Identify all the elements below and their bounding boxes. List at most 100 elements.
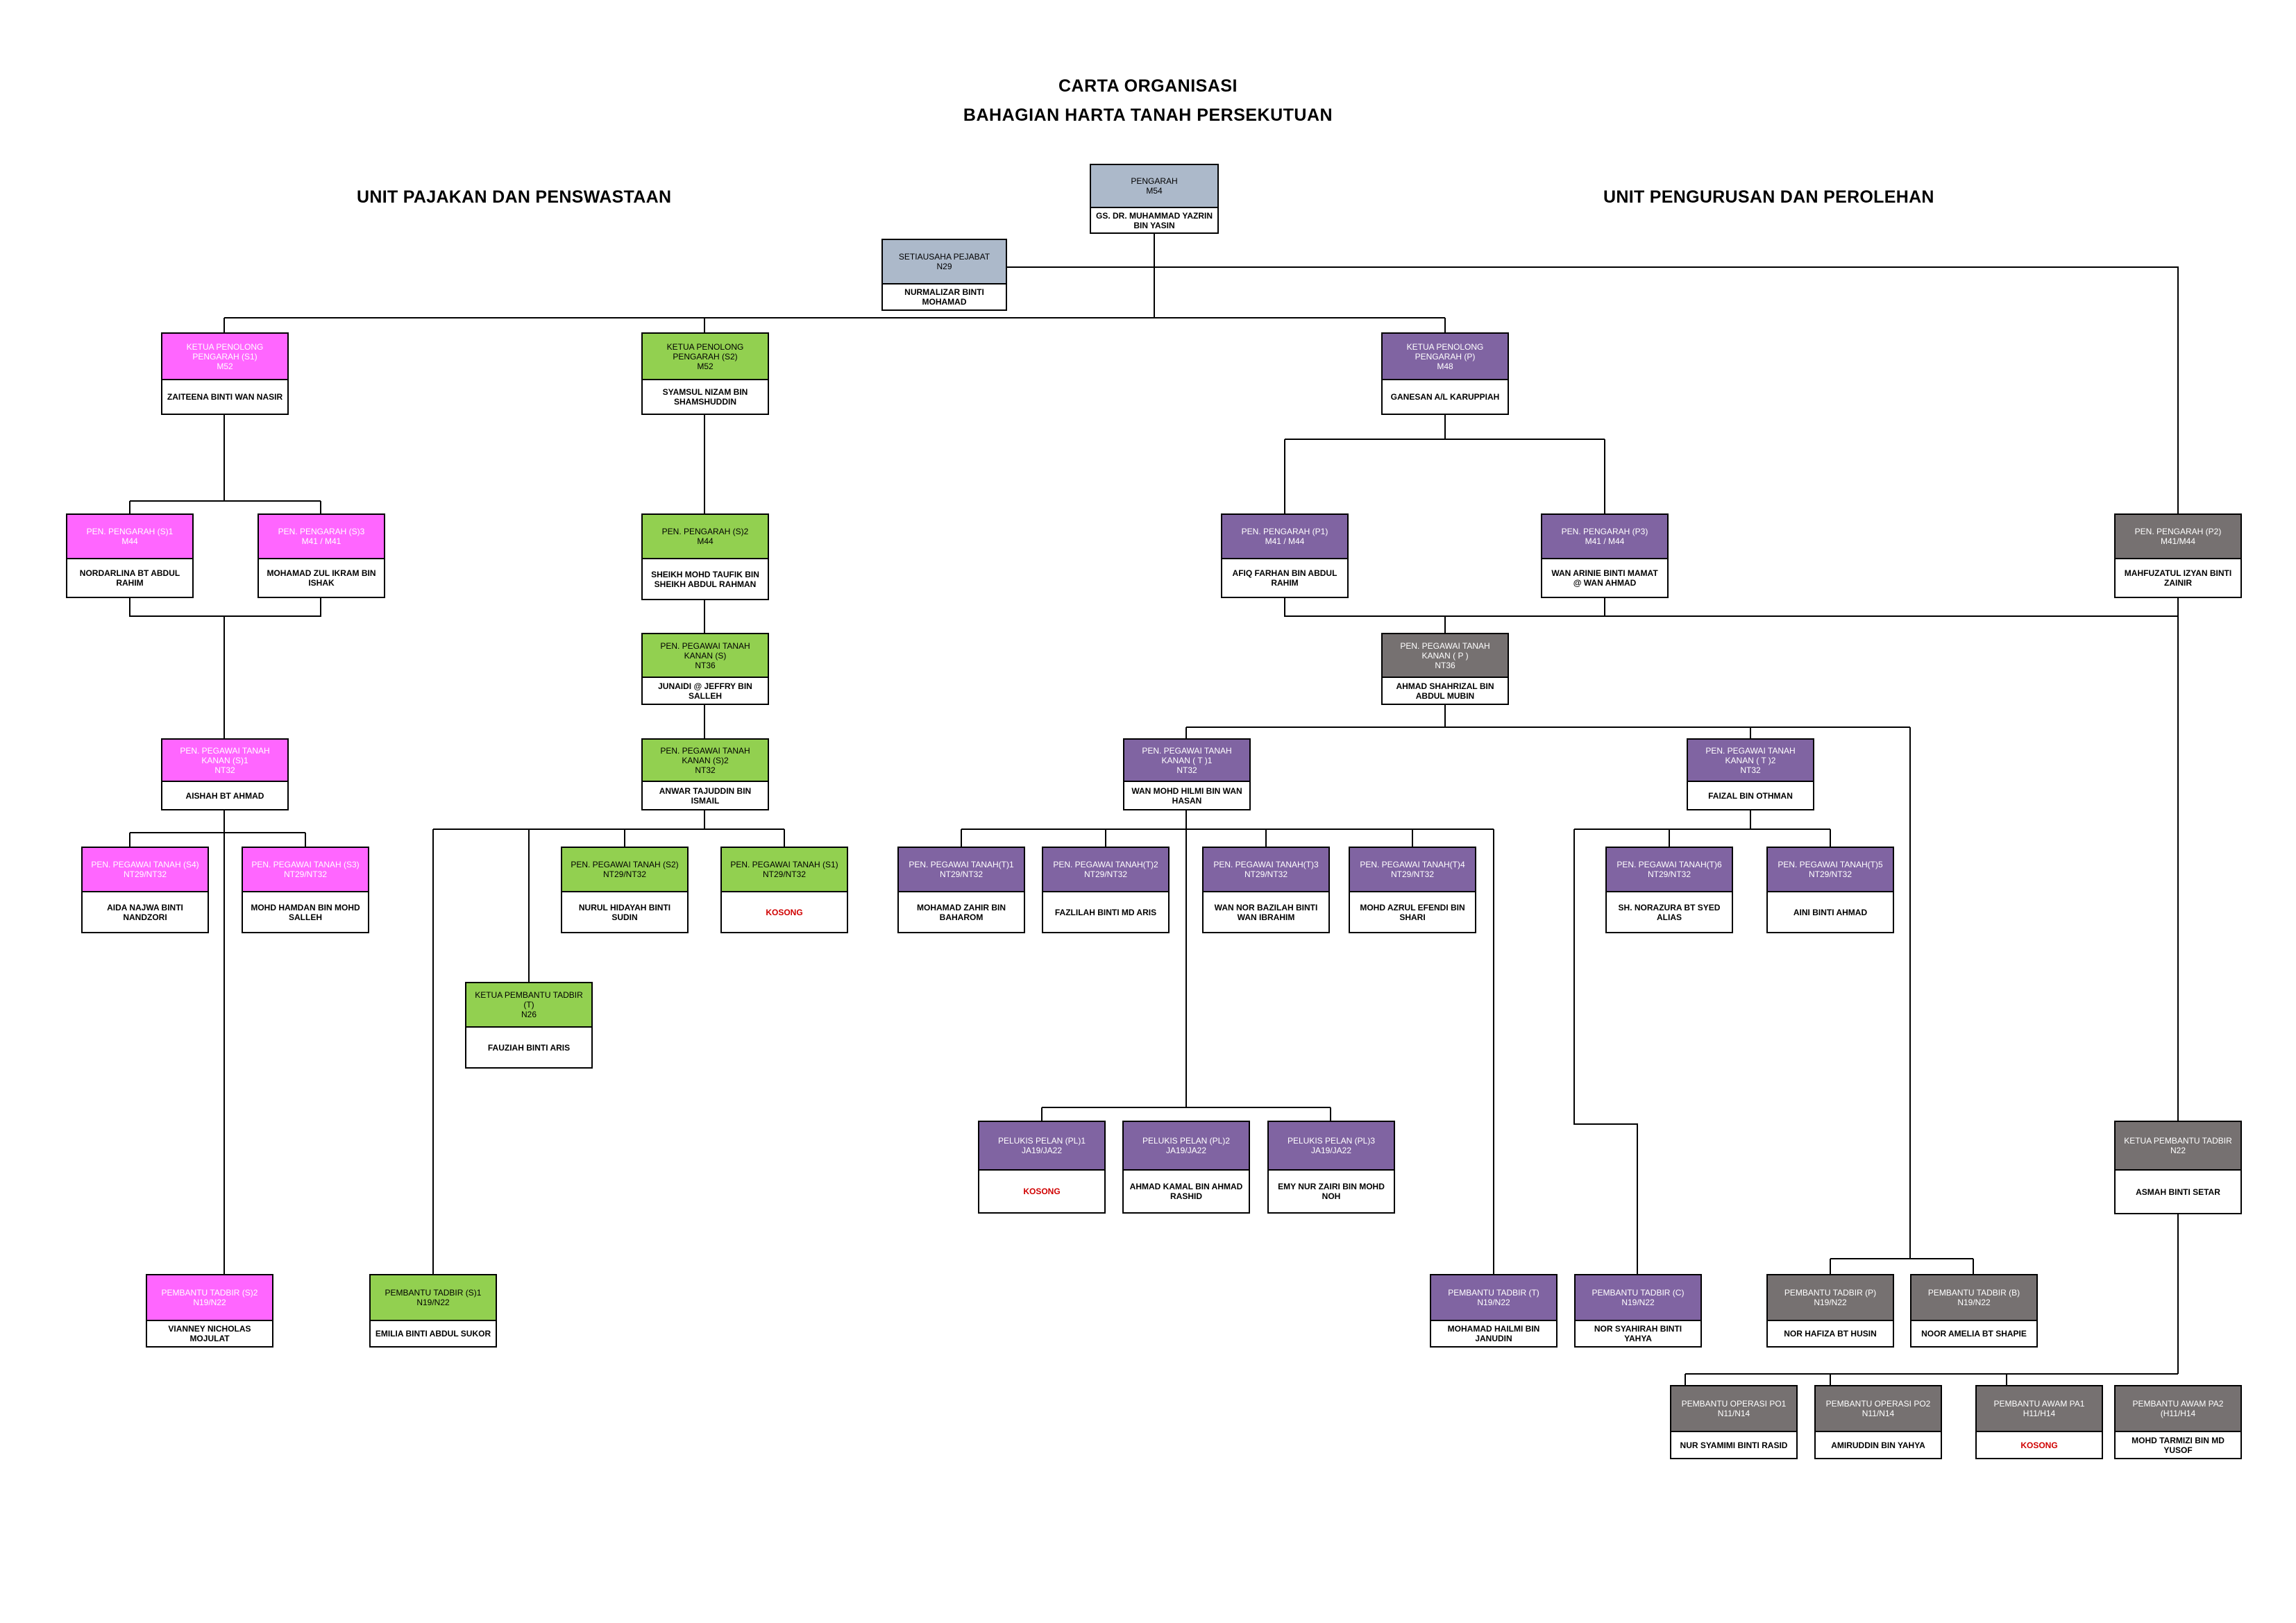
node-grade: NT36 <box>695 660 716 670</box>
node-name: MOHD HAMDAN BIN MOHD SALLEH <box>251 902 360 922</box>
node-grade: NT29/NT32 <box>283 869 328 879</box>
node-title: KETUA PENOLONG PENGARAH (P) <box>1406 341 1484 362</box>
node-name: EMY NUR ZAIRI BIN MOHD NOH <box>1278 1182 1385 1201</box>
node-name: AISHAH BT AHMAD <box>185 790 264 801</box>
node-name: MAHFUZATUL IZYAN BINTI ZAINIR <box>2124 568 2232 588</box>
node-grade: NT29/NT32 <box>1244 869 1288 879</box>
node-name: NURMALIZAR BINTI MOHAMAD <box>904 287 984 307</box>
node-grade: NT32 <box>1740 765 1761 775</box>
node-grade: M41 / M44 <box>1585 536 1625 546</box>
node-grade: M44 <box>697 536 714 546</box>
node-grade: N11/N14 <box>1862 1409 1895 1418</box>
node-name: AHMAD SHAHRIZAL BIN ABDUL MUBIN <box>1396 681 1494 701</box>
node-title: SETIAUSAHA PEJABAT <box>898 252 990 262</box>
node-name: AHMAD KAMAL BIN AHMAD RASHID <box>1129 1182 1243 1201</box>
node-title: PEMBANTU TADBIR (S)1 <box>385 1288 482 1298</box>
node-header: PEN. PEGAWAI TANAH (S1)NT29/NT32 <box>722 848 847 892</box>
node-title: PEN. PENGARAH (S)2 <box>661 527 749 536</box>
node-grade: N19/N22 <box>1957 1298 1991 1307</box>
node-title: PEMBANTU TADBIR (P) <box>1784 1288 1877 1298</box>
node-title: PEMBANTU TADBIR (B) <box>1927 1288 2020 1298</box>
node-name: FAUZIAH BINTI ARIS <box>487 1042 571 1053</box>
node-name: MOHAMAD HAILMI BIN JANUDIN <box>1447 1324 1540 1343</box>
node-title: PEMBANTU OPERASI PO1 <box>1681 1399 1787 1409</box>
node-header: PEN. PENGARAH (P3)M41 / M44 <box>1542 515 1667 559</box>
node-grade: N19/N22 <box>193 1298 226 1307</box>
node-grade: H11/H14 <box>2023 1409 2056 1418</box>
node-title: PEMBANTU AWAM PA1 <box>1993 1399 2085 1409</box>
node-name: NORDARLINA BT ABDUL RAHIM <box>79 568 180 588</box>
node-title: PELUKIS PELAN (PL)1 <box>997 1136 1086 1146</box>
node-header: PEMBANTU AWAM PA2(H11/H14 <box>2116 1386 2240 1432</box>
node-title: KETUA PENOLONG PENGARAH (S1) <box>186 341 264 362</box>
node-title: PEMBANTU AWAM PA2 <box>2132 1399 2224 1409</box>
node-name: NURUL HIDAYAH BINTI SUDIN <box>578 902 671 922</box>
node-header: PEMBANTU TADBIR (B)N19/N22 <box>1911 1275 2036 1321</box>
node-name: ASMAH BINTI SETAR <box>2136 1187 2220 1197</box>
node-grade: NT29/NT32 <box>939 869 984 879</box>
node-header: KETUA PENOLONG PENGARAH (S1)M52 <box>162 334 287 380</box>
node-name: AFIQ FARHAN BIN ABDUL RAHIM <box>1232 568 1337 588</box>
node-header: KETUA PENOLONG PENGARAH (P)M48 <box>1383 334 1508 380</box>
node-title: PEN. PEGAWAI TANAH KANAN (S) <box>660 640 750 661</box>
node-title: PEMBANTU OPERASI PO2 <box>1825 1399 1931 1409</box>
node-grade: N19/N22 <box>416 1298 450 1307</box>
node-title: KETUA PENOLONG PENGARAH (S2) <box>666 341 744 362</box>
node-name: EMILIA BINTI ABDUL SUKOR <box>375 1329 491 1339</box>
node-header: PEN. PEGAWAI TANAH (S3)NT29/NT32 <box>243 848 368 892</box>
node-grade: N19/N22 <box>1477 1298 1510 1307</box>
node-title: PEN. PEGAWAI TANAH (S1) <box>730 860 838 869</box>
node-header: KETUA PEMBANTU TADBIR (T)N26 <box>466 983 591 1028</box>
node-grade: N11/N14 <box>1717 1409 1750 1418</box>
node-name: WAN NOR BAZILAH BINTI WAN IBRAHIM <box>1214 902 1318 922</box>
node-grade: M52 <box>697 361 714 371</box>
node-name: SYAMSUL NIZAM BIN SHAMSHUDDIN <box>662 387 748 407</box>
node-header: PEN. PENGARAH (P1)M41 / M44 <box>1222 515 1347 559</box>
node-grade: NT29/NT32 <box>1390 869 1435 879</box>
node-name: SHEIKH MOHD TAUFIK BIN SHEIKH ABDUL RAHM… <box>651 569 759 589</box>
node-title: PEN. PEGAWAI TANAH(T)6 <box>1617 860 1722 869</box>
node-name: AIDA NAJWA BINTI NANDZORI <box>107 902 183 922</box>
node-name: WAN ARINIE BINTI MAMAT @ WAN AHMAD <box>1551 568 1658 588</box>
chart-title-line2: BAHAGIAN HARTA TANAH PERSEKUTUAN <box>963 105 1333 125</box>
node-title: PEN. PEGAWAI TANAH (S4) <box>91 860 199 869</box>
node-grade: NT36 <box>1435 660 1455 670</box>
node-name: NUR SYAMIMI BINTI RASID <box>1680 1440 1788 1450</box>
node-title: PEN. PENGARAH (P1) <box>1241 527 1328 536</box>
node-title: PEN. PENGARAH (P3) <box>1561 527 1648 536</box>
node-name-vacant: KOSONG <box>766 907 803 917</box>
node-grade: NT32 <box>695 765 716 775</box>
node-name: MOHD AZRUL EFENDI BIN SHARI <box>1360 902 1465 922</box>
